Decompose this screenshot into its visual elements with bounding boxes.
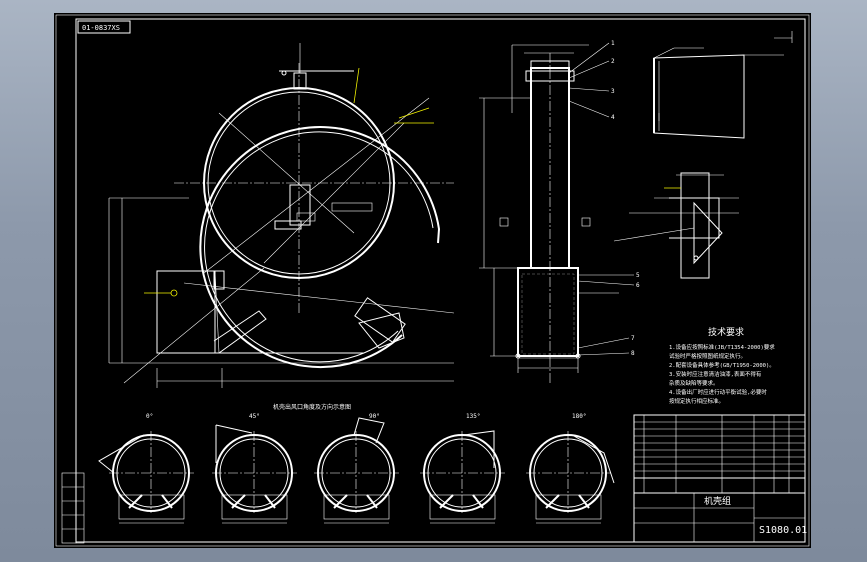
technical-requirements: 技术要求 1.设备应按照标准(JB/T1354-2000)要求 试验时严格按照图… (669, 326, 775, 405)
angle-label: 90° (369, 413, 380, 420)
casing-front-view (108, 43, 455, 388)
drawing-sheet[interactable]: 01-0837XS (54, 13, 811, 548)
casing-side-view: 1 2 3 4 5 6 7 8 (479, 40, 640, 383)
svg-text:3: 3 (611, 88, 615, 95)
binding-strip (61, 472, 85, 544)
title-block: 机壳组 S1080.01 (633, 414, 807, 543)
svg-text:6: 6 (636, 282, 640, 289)
variant-0: 0° (98, 413, 194, 524)
angle-label: 45° (249, 413, 260, 420)
joint-detail (613, 172, 739, 279)
tech-line: 2.配套设备具体参考(GB/T1950-2000)。 (669, 361, 775, 369)
sheet-inner-border (75, 18, 806, 543)
drawing-number: S1080.01 (759, 525, 807, 536)
tech-line: 3.安装时应注意清洁油漆,表面不得有 (669, 370, 762, 378)
drawing-name: 机壳组 (704, 495, 731, 507)
svg-text:5: 5 (636, 272, 640, 279)
corner-code-box: 01-0837XS (77, 20, 131, 34)
tech-requirements-title: 技术要求 (708, 326, 744, 338)
svg-text:4: 4 (611, 114, 615, 121)
angle-label: 135° (466, 413, 480, 420)
tech-line: 试验时严格按照图纸规定执行。 (669, 352, 746, 360)
drawing-canvas: 01-0837XS (55, 14, 810, 547)
svg-text:2: 2 (611, 58, 615, 65)
angle-label: 180° (572, 413, 586, 420)
svg-text:7: 7 (631, 335, 635, 342)
angle-label: 0° (146, 413, 153, 420)
variant-90: 90° (314, 413, 399, 524)
tech-line: 杂质及缺陷等要求。 (669, 379, 719, 387)
variant-45: 45° (212, 413, 297, 524)
variant-180: 180° (526, 413, 615, 524)
tech-line: 按规定执行相应标准。 (669, 397, 724, 405)
svg-text:1: 1 (611, 40, 615, 47)
variant-135: 135° (420, 413, 505, 524)
svg-text:8: 8 (631, 350, 635, 357)
flange-detail (653, 31, 793, 139)
tech-line: 1.设备应按照标准(JB/T1354-2000)要求 (669, 343, 775, 351)
tech-line: 4.设备出厂时应进行动平衡试验,必要时 (669, 388, 767, 396)
sheet-outer-frame (55, 14, 810, 547)
bottom-row-caption: 机壳出风口角度及方向示意图 (273, 403, 351, 411)
corner-code: 01-0837XS (82, 24, 120, 32)
